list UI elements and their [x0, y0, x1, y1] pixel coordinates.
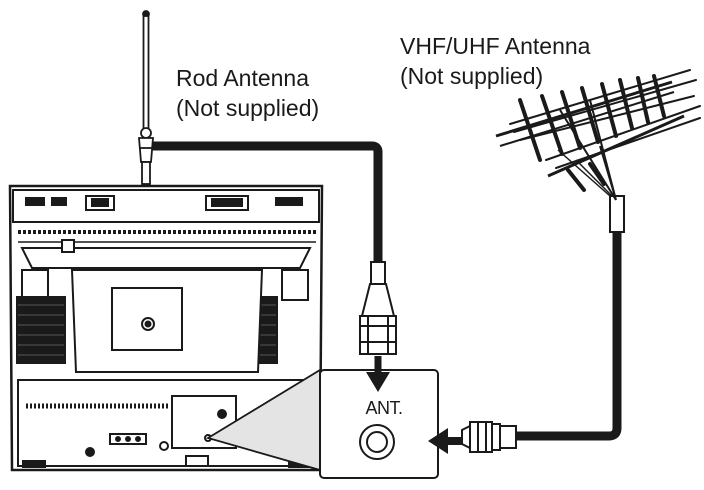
ant-jack-callout	[205, 368, 439, 479]
vhf-uhf-antenna-icon	[495, 69, 701, 233]
rod-antenna-cable	[152, 141, 383, 262]
rod-antenna-note: (Not supplied)	[176, 95, 320, 121]
f-connector-icon	[461, 421, 517, 453]
ant-jack-icon	[359, 424, 395, 460]
arrow-left-icon	[428, 428, 462, 454]
ant-jack-label: ANT.	[365, 398, 403, 418]
vhf-uhf-antenna-note: (Not supplied)	[400, 63, 544, 89]
rod-antenna-icon	[138, 10, 154, 185]
coax-plug-icon	[359, 261, 397, 355]
vhf-uhf-antenna-label: VHF/UHF Antenna	[400, 33, 591, 59]
vhf-uhf-cable	[514, 232, 622, 441]
rod-antenna-label: Rod Antenna	[176, 65, 310, 91]
arrow-down-icon	[366, 356, 390, 392]
